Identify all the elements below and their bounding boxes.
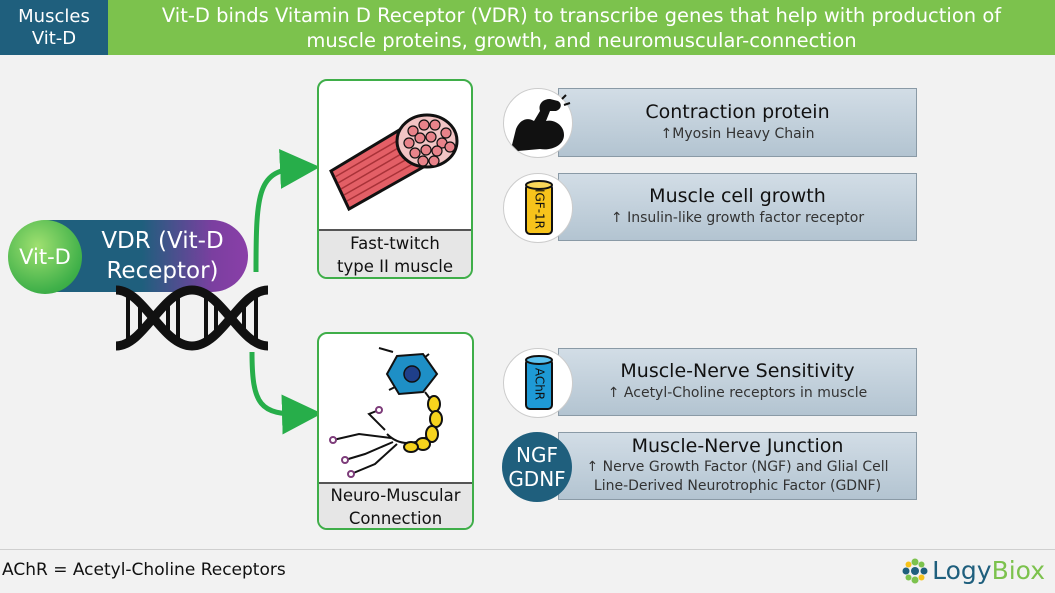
igf1r-cylinder-icon: IGF-1R [503,173,573,243]
effect-title: Contraction protein [645,101,830,123]
effect-subtitle-line2: Line-Derived Neurotrophic Factor (GDNF) [593,478,882,494]
effect-subtitle-line1: ↑ Nerve Growth Factor (NGF) and Glial Ce… [586,459,889,475]
effect-junction: Muscle-Nerve Junction ↑ Nerve Growth Fac… [558,432,917,500]
effect-contraction: Contraction protein ↑Myosin Heavy Chain [558,88,917,157]
vdr-line2: Receptor) [106,258,219,284]
logo-text-part2: Biox [991,556,1045,585]
neuron-icon [329,347,443,478]
effect-subtitle: ↑ Nerve Growth Factor (NGF) and Glial Ce… [559,458,916,496]
logo-text-part1: Logy [932,556,992,585]
fast-twitch-caption: Fast-twitch type II muscle [319,229,471,277]
fast-twitch-line2: type II muscle [336,257,453,276]
effect-subtitle: ↑Myosin Heavy Chain [660,126,815,142]
effect-title: Muscle-Nerve Junction [631,435,844,457]
header-tag-line2: Vit-D [31,27,77,49]
neuromuscular-caption: Neuro-Muscular Connection [319,482,472,528]
gdnf-label: GDNF [508,467,566,491]
footer-divider [0,549,1055,550]
dna-helix-icon [115,285,269,351]
neuromuscular-card: Neuro-Muscular Connection [317,332,474,530]
logo-flower-icon [902,558,928,583]
page-title: Vit-D binds Vitamin D Receptor (VDR) to … [108,0,1055,55]
page-title-line2: muscle proteins, growth, and neuromuscul… [306,28,857,52]
footnote: AChR = Acetyl-Choline Receptors [2,560,286,580]
ngf-gdnf-badge: NGF GDNF [502,432,572,502]
arrow-to-neuro [249,351,322,435]
flexed-arm-icon [503,88,573,158]
vdr-line1: VDR (Vit-D [101,228,224,254]
header-tag: Muscles Vit-D [0,0,108,55]
achr-label: AChR [533,368,547,400]
vitd-badge: Vit-D [8,220,82,294]
effect-sensitivity: Muscle-Nerve Sensitivity ↑ Acetyl-Cholin… [558,348,917,416]
page-title-line1: Vit-D binds Vitamin D Receptor (VDR) to … [161,3,1002,27]
fast-twitch-card: Fast-twitch type II muscle [317,79,473,279]
vdr-label: VDR (Vit-D Receptor) [80,222,245,290]
achr-cylinder-icon: AChR [503,348,573,418]
muscle-fiber-icon [329,113,459,212]
fast-twitch-line1: Fast-twitch [350,234,440,253]
logo: Logy Biox [902,556,1045,585]
arrow-to-muscle [253,148,320,273]
igf1r-label: IGF-1R [533,189,547,229]
neuromuscular-line2: Connection [348,509,443,528]
ngf-label: NGF [516,443,558,467]
effect-title: Muscle-Nerve Sensitivity [620,360,855,382]
effect-title: Muscle cell growth [649,185,826,207]
neuromuscular-line1: Neuro-Muscular [330,486,461,505]
header-tag-line1: Muscles [18,5,90,27]
effect-subtitle: ↑ Acetyl-Choline receptors in muscle [607,385,868,401]
effect-subtitle: ↑ Insulin-like growth factor receptor [610,210,865,226]
effect-growth: Muscle cell growth ↑ Insulin-like growth… [558,173,917,241]
